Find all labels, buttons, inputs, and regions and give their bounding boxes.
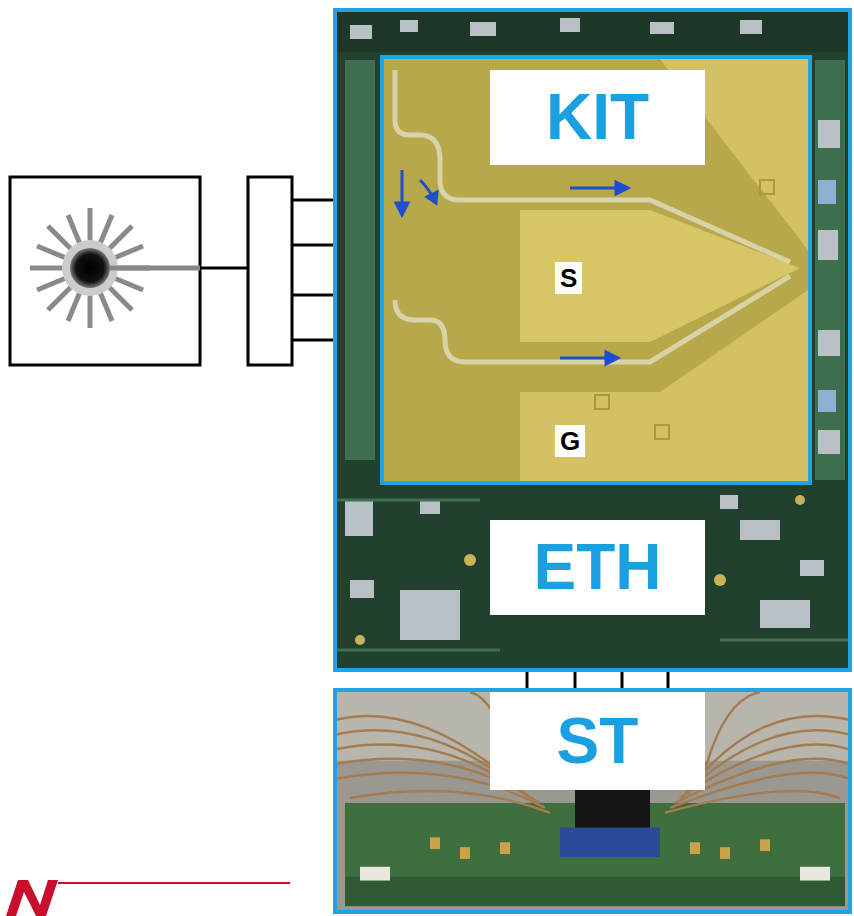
- ground-pad-label: G: [555, 425, 585, 457]
- pad-label: G: [560, 426, 580, 456]
- eth-board-panel: ETH KIT S G: [333, 8, 852, 672]
- panel-label: ST: [490, 692, 705, 790]
- connector-line: [668, 670, 669, 690]
- connector-line: [527, 670, 528, 690]
- signal-pad-label: S: [555, 262, 582, 294]
- logo-mark: [6, 880, 290, 916]
- connector-line: [575, 670, 576, 690]
- st-board-panel: ST: [333, 688, 852, 914]
- connector-line: [622, 670, 623, 690]
- panel-label: ETH: [490, 520, 705, 615]
- panel-label: KIT: [490, 70, 705, 165]
- kit-chip-panel: KIT S G: [380, 55, 812, 485]
- pad-label: S: [560, 263, 577, 293]
